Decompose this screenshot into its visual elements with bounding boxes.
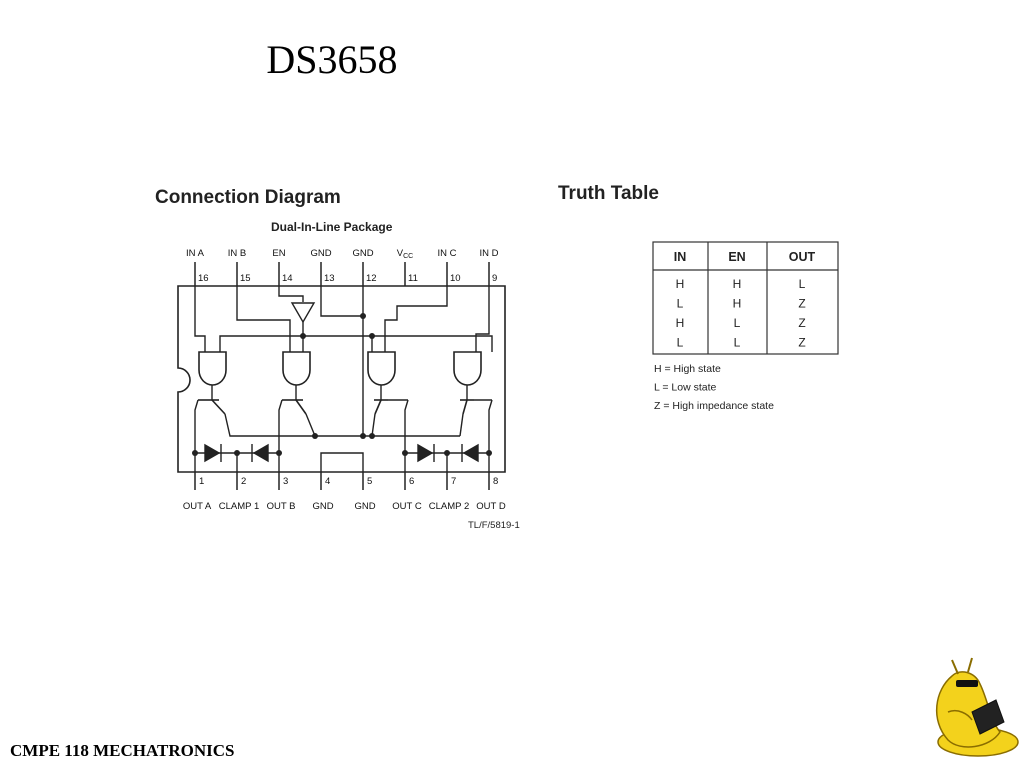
top-pin-number: 11 xyxy=(408,273,418,284)
pin-stubs xyxy=(194,262,490,490)
truth-table-cell: H xyxy=(733,297,742,311)
truth-table-cell: L xyxy=(734,316,741,330)
connection-diagram-heading: Connection Diagram xyxy=(155,187,341,208)
internal-wiring xyxy=(194,286,493,472)
truth-table-cell: H xyxy=(676,316,685,330)
truth-table-cell: L xyxy=(734,336,741,350)
bottom-pin-number: 2 xyxy=(241,476,246,487)
bottom-pin-number: 6 xyxy=(409,476,414,487)
top-pin-label: IN C xyxy=(438,248,457,259)
ic-package xyxy=(177,285,506,473)
truth-table-column-header: OUT xyxy=(789,250,816,264)
bottom-pin-label: CLAMP 1 xyxy=(219,501,259,512)
top-pin-number: 15 xyxy=(240,273,251,284)
junction-dots xyxy=(192,313,492,456)
bottom-pin-label: GND xyxy=(354,501,375,512)
bottom-pin-labels: OUT A CLAMP 1 OUT B GND GND OUT C CLAMP 2 OUT D xyxy=(183,501,506,512)
truth-table-cell: L xyxy=(799,277,806,291)
bottom-pin-label: OUT C xyxy=(392,501,422,512)
top-pin-number: 12 xyxy=(366,273,377,284)
truth-table-cell: Z xyxy=(798,297,805,311)
pin-label-subscript: CC xyxy=(403,253,413,260)
bottom-pin-label: OUT B xyxy=(267,501,296,512)
legend-line: Z = High impedance state xyxy=(654,400,774,412)
top-pin-numbers: 16 15 14 13 12 11 10 9 xyxy=(198,273,497,284)
bottom-pin-number: 5 xyxy=(367,476,372,487)
slide-title: DS3658 xyxy=(266,37,398,82)
truth-table-cell: Z xyxy=(798,336,805,350)
top-pin-label: GND xyxy=(352,248,373,259)
bottom-pin-label: OUT D xyxy=(476,501,506,512)
truth-table-heading: Truth Table xyxy=(558,183,659,204)
and-gate-a xyxy=(198,351,227,386)
top-pin-label: VCC xyxy=(397,248,413,260)
and-gate-c xyxy=(367,351,396,386)
legend-line: H = High state xyxy=(654,363,721,375)
bottom-pin-label: GND xyxy=(312,501,333,512)
bottom-pin-label: CLAMP 2 xyxy=(429,501,469,512)
transistors xyxy=(198,399,492,415)
bottom-pin-number: 3 xyxy=(283,476,288,487)
top-pin-label: EN xyxy=(272,248,285,259)
bottom-pin-label: OUT A xyxy=(183,501,212,512)
top-pin-number: 9 xyxy=(492,273,497,284)
footer-course-label: CMPE 118 MECHATRONICS xyxy=(10,741,235,760)
top-pin-number: 14 xyxy=(282,273,293,284)
legend-line: L = Low state xyxy=(654,382,717,394)
truth-table-legend: H = High state L = Low state Z = High impe… xyxy=(654,363,774,412)
truth-table-cell: H xyxy=(676,277,685,291)
truth-table-cell: L xyxy=(677,336,684,350)
and-gate-d xyxy=(453,351,482,386)
truth-table-column-header: EN xyxy=(728,250,745,264)
truth-table-column-header: IN xyxy=(674,250,687,264)
top-pin-label: GND xyxy=(310,248,331,259)
top-pin-number: 13 xyxy=(324,273,335,284)
truth-table-cell: H xyxy=(733,277,742,291)
clamp-diodes xyxy=(204,443,479,463)
top-pin-number: 10 xyxy=(450,273,461,284)
enable-buffer xyxy=(290,302,316,324)
bottom-pin-number: 7 xyxy=(451,476,456,487)
and-gate-b xyxy=(282,351,311,386)
bottom-pin-number: 8 xyxy=(493,476,498,487)
and-gates xyxy=(198,351,482,386)
bottom-pin-numbers: 1 2 3 4 5 6 7 8 xyxy=(199,476,498,487)
top-pin-label: IN A xyxy=(186,248,205,259)
top-pin-labels: IN A IN B EN GND GND VCC IN C IN D xyxy=(186,248,499,260)
figure-reference: TL/F/5819-1 xyxy=(468,520,520,531)
banana-slug-mascot-icon xyxy=(935,657,1019,757)
truth-table-cell: Z xyxy=(798,316,805,330)
top-pin-label: IN D xyxy=(480,248,499,259)
package-label: Dual-In-Line Package xyxy=(271,220,393,234)
bottom-pin-number: 1 xyxy=(199,476,204,487)
top-pin-label: IN B xyxy=(228,248,246,259)
top-pin-number: 16 xyxy=(198,273,209,284)
bottom-pin-number: 4 xyxy=(325,476,330,487)
truth-table-cell: L xyxy=(677,297,684,311)
